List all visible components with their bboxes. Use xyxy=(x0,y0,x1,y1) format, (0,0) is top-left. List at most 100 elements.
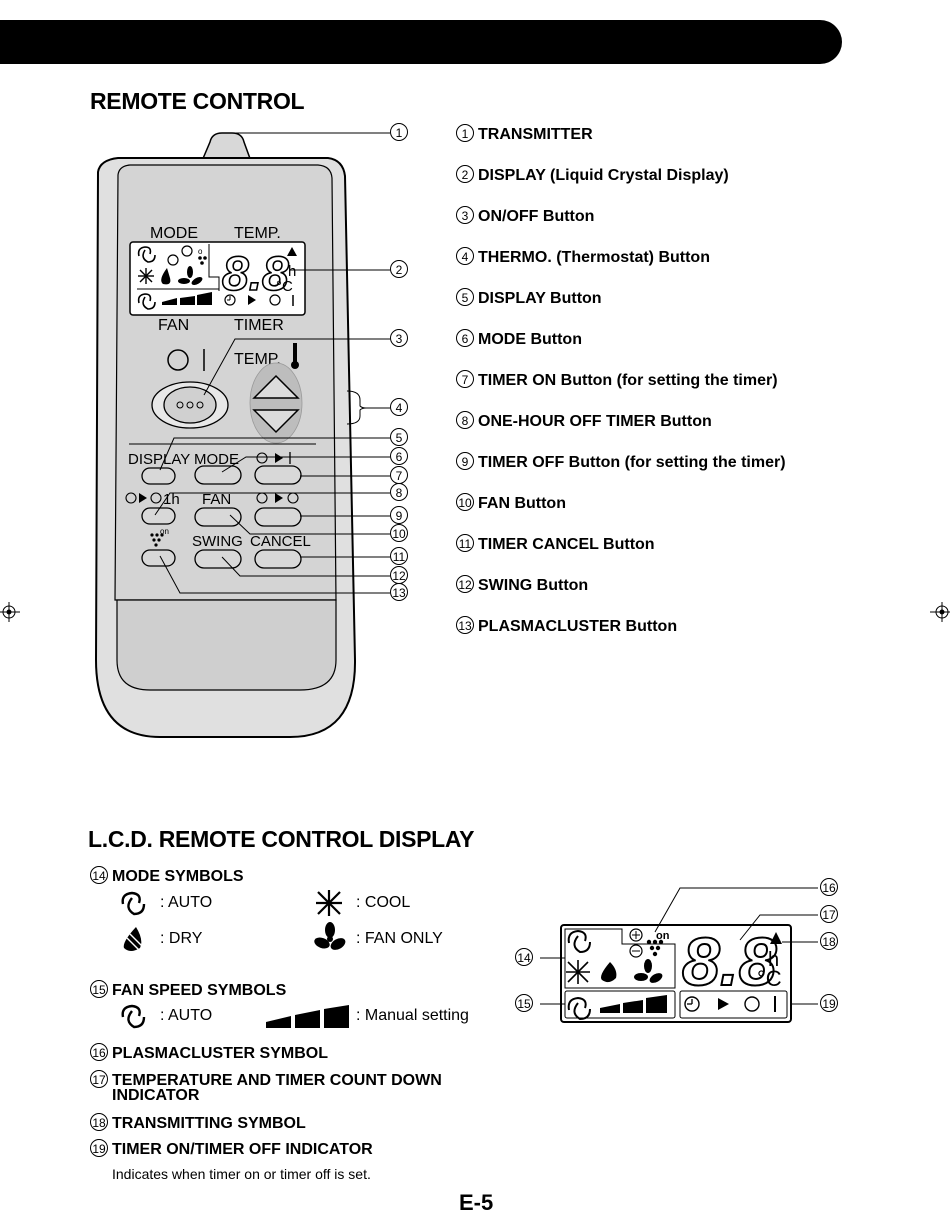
list-item-label: MODE Button xyxy=(478,331,582,348)
thermo-pad xyxy=(249,362,303,444)
list-item-number: 10 xyxy=(456,493,474,511)
lcd-callout-number: 17 xyxy=(820,905,842,925)
callout-number: 10 xyxy=(390,524,412,544)
list-item-label: TIMER ON Button (for setting the timer) xyxy=(478,372,778,389)
fan-only-symbol-icon xyxy=(314,922,346,950)
callout-number: 4 xyxy=(390,398,412,418)
list-item-number: 1 xyxy=(456,124,474,142)
list-item-number: 11 xyxy=(456,534,474,552)
list-item-label: ON/OFF Button xyxy=(478,208,595,225)
plasmacluster-button[interactable] xyxy=(141,549,176,567)
temp-label: TEMP. xyxy=(234,351,281,368)
manual-setting-label: : Manual setting xyxy=(356,1007,469,1024)
list-item-label: SWING Button xyxy=(478,577,589,594)
display-button[interactable] xyxy=(141,467,176,485)
off-symbol-icon xyxy=(167,349,189,371)
auto-mode-icon xyxy=(137,246,156,263)
list-item-number: 8 xyxy=(456,411,474,429)
list-item-number: 9 xyxy=(456,452,474,470)
list-item-label: DISPLAY Button xyxy=(478,290,602,307)
fan-auto-symbol-icon xyxy=(121,1004,146,1029)
cool-symbol-icon xyxy=(316,890,342,916)
cancel-label: CANCEL xyxy=(250,533,311,550)
on-off-button[interactable] xyxy=(163,386,217,424)
timer-off-button[interactable] xyxy=(254,507,302,527)
swing-button[interactable] xyxy=(194,549,242,569)
manual-setting-symbol-icon xyxy=(266,1005,349,1028)
manual-fan-speed-icon xyxy=(162,292,212,305)
list-item-number: 5 xyxy=(456,288,474,306)
lcd-callout-number: 14 xyxy=(515,948,537,968)
fan-label: FAN xyxy=(202,491,231,508)
lcd-callout-number: 15 xyxy=(515,994,537,1014)
lcd-digits: 8.8 xyxy=(222,248,289,301)
callout-number: 11 xyxy=(390,547,412,567)
callout-number: 3 xyxy=(390,329,412,349)
list-item-label: PLASMACLUSTER Button xyxy=(478,618,678,635)
lcd-callout-number: 16 xyxy=(820,878,842,898)
temp-up-button[interactable] xyxy=(252,374,300,399)
dry-symbol-icon xyxy=(123,927,143,951)
registration-mark-right-icon xyxy=(930,602,950,622)
timer-on-label-icon xyxy=(256,452,291,464)
thermometer-icon xyxy=(291,343,299,369)
callout-number: 9 xyxy=(390,506,412,526)
timer-indicator-icon xyxy=(224,294,294,306)
transmit-icon xyxy=(287,247,297,256)
svg-text:8.8: 8.8 xyxy=(682,924,777,1000)
list-item-label: TRANSMITTER xyxy=(478,126,593,143)
one-hour-timer-button[interactable] xyxy=(141,507,176,525)
dry-label: : DRY xyxy=(160,930,203,947)
lcd-label-timer: TIMER xyxy=(234,317,284,334)
cool-icon xyxy=(138,268,154,284)
one-hour-timer-label-icon xyxy=(125,492,162,504)
one-hour-label: 1h xyxy=(163,491,180,508)
list-item-number: 4 xyxy=(456,247,474,265)
header-bar xyxy=(0,20,842,64)
auto-mode-symbol-icon xyxy=(121,891,146,916)
timer-off-label-icon xyxy=(256,492,299,504)
callout-number: 13 xyxy=(390,583,412,603)
mode-button[interactable] xyxy=(194,465,242,485)
list-item-label: ONE-HOUR OFF TIMER Button xyxy=(478,413,712,430)
list-item-number: 7 xyxy=(456,370,474,388)
lcd-label-temp: TEMP. xyxy=(234,225,281,242)
list-item-number: 12 xyxy=(456,575,474,593)
lcd-h: h xyxy=(288,263,296,280)
auto-fan-icon xyxy=(137,293,156,310)
temp-down-button[interactable] xyxy=(252,409,300,434)
list-item-label: THERMO. (Thermostat) Button xyxy=(478,249,710,266)
list-item-label: DISPLAY (Liquid Crystal Display) xyxy=(478,167,729,184)
timer-on-button[interactable] xyxy=(254,465,302,485)
svg-text:on: on xyxy=(160,527,169,536)
timer-note: Indicates when timer on or timer off is … xyxy=(112,1166,371,1182)
callout-lines xyxy=(154,132,390,594)
remote-control-illustration: o 8.8 h °C MODE TEMP. FAN TIMER TEMP. DI… xyxy=(94,132,390,738)
timer-cancel-button[interactable] xyxy=(254,549,302,569)
callout-number: 6 xyxy=(390,447,412,467)
mode-label: MODE xyxy=(194,451,239,468)
page-number: E-5 xyxy=(459,1190,494,1215)
fan-button[interactable] xyxy=(194,507,242,527)
fan-only-icon xyxy=(178,266,203,285)
list-item-label: TIMER CANCEL Button xyxy=(478,536,655,553)
lcd-callout-number: 19 xyxy=(820,994,842,1014)
lcd-item-temp-timer-line2: INDICATOR xyxy=(112,1087,200,1104)
registration-mark-left-icon xyxy=(0,602,20,622)
